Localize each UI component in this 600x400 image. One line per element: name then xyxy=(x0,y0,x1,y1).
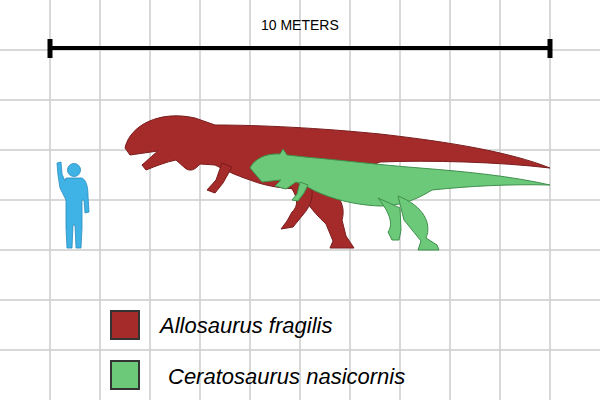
human-silhouette xyxy=(57,162,89,248)
ceratosaurus-silhouette xyxy=(250,149,550,250)
legend-label: Ceratosaurus nasicornis xyxy=(168,364,405,390)
scale-label: 10 METERS xyxy=(261,17,339,33)
legend-swatch xyxy=(110,360,140,390)
allosaurus-silhouette xyxy=(125,116,550,248)
legend-swatch xyxy=(110,310,140,340)
legend-label: Allosaurus fragilis xyxy=(160,313,332,339)
scale-bar xyxy=(50,39,550,58)
